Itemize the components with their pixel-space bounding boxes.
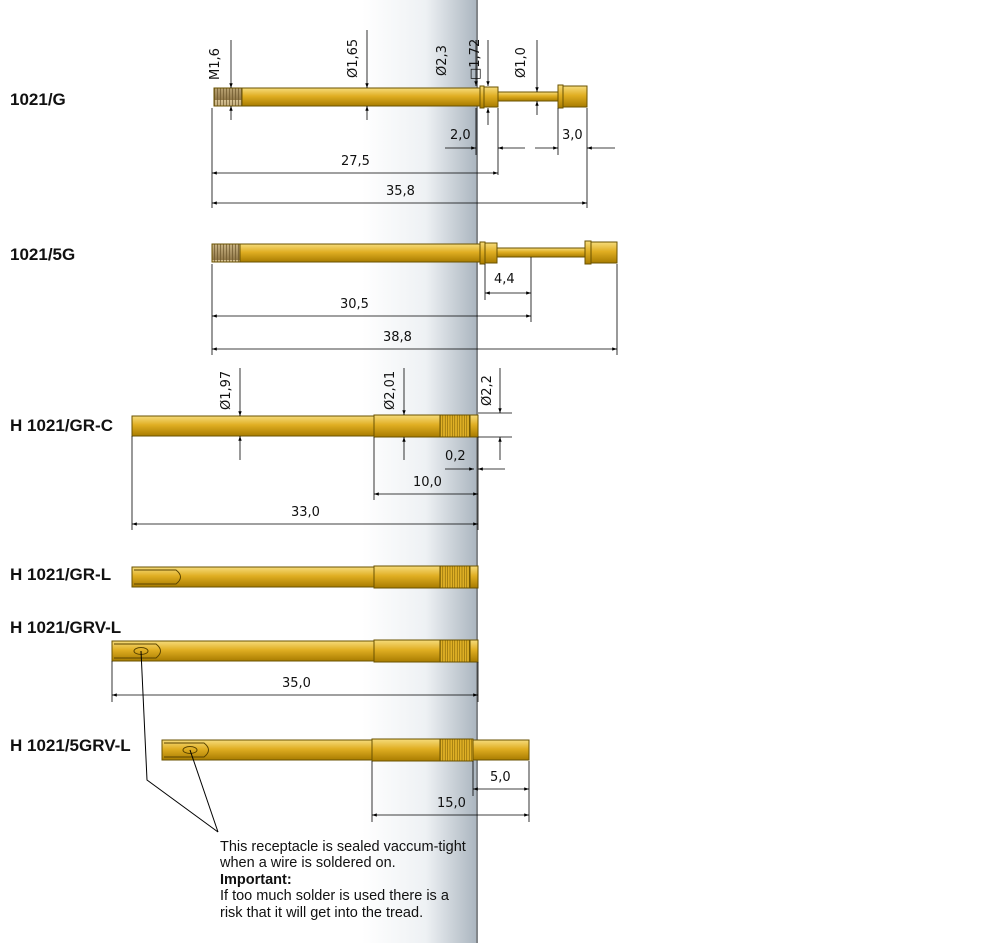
dim-10-0: 10,0 — [413, 475, 442, 490]
part-label: H 1021/GR-C — [10, 416, 113, 435]
part-1021-5g: 1021/5G 4,4 30,5 38,8 — [10, 240, 618, 355]
dim-5-0: 5,0 — [490, 770, 511, 785]
part-h1021-grv-l: H 1021/GRV-L 35,0 — [10, 618, 479, 702]
note-line-2: when a wire is soldered on. — [219, 855, 396, 871]
background-panel — [362, 0, 478, 943]
dim-2-0: 2,0 — [450, 128, 471, 143]
part-label: H 1021/5GRV-L — [10, 736, 131, 755]
dim-sq1-72: □1,72 — [468, 39, 483, 80]
dim-38-8: 38,8 — [383, 330, 412, 345]
part-label: H 1021/GRV-L — [10, 618, 121, 637]
solder-note: This receptacle is sealed vaccum-tight w… — [219, 839, 466, 921]
note-line-4: risk that it will get into the tread. — [220, 905, 423, 921]
note-leaders — [140, 650, 219, 833]
part-label: H 1021/GR-L — [10, 565, 111, 584]
dim-27-5: 27,5 — [341, 154, 370, 169]
dim-0-2: 0,2 — [445, 449, 466, 464]
part-h1021-5grv-l: H 1021/5GRV-L 5,0 15,0 — [10, 736, 530, 822]
part-label: 1021/G — [10, 90, 66, 109]
dim-d2-01: Ø2,01 — [383, 371, 398, 410]
note-line-1: This receptacle is sealed vaccum-tight — [220, 839, 466, 855]
dim-3-0: 3,0 — [562, 128, 583, 143]
part-1021-g: 1021/G M1,6 Ø1,65 Ø2,3 □1,72 — [10, 30, 615, 208]
dim-d1-0: Ø1,0 — [514, 47, 529, 78]
dim-30-5: 30,5 — [340, 297, 369, 312]
dim-d1-97: Ø1,97 — [219, 371, 234, 410]
dim-15-0: 15,0 — [437, 796, 466, 811]
part-h1021-gr-c: H 1021/GR-C Ø1,97 Ø2,01 Ø2,2 0,2 10,0 33… — [10, 368, 512, 530]
dim-d2-2: Ø2,2 — [480, 375, 495, 406]
part-label: 1021/5G — [10, 245, 75, 264]
dim-m1-6: M1,6 — [208, 48, 223, 80]
dim-d1-65: Ø1,65 — [346, 39, 361, 78]
dim-4-4: 4,4 — [494, 272, 515, 287]
dim-33-0: 33,0 — [291, 505, 320, 520]
part-h1021-gr-l: H 1021/GR-L — [10, 565, 479, 589]
dim-35-8: 35,8 — [386, 184, 415, 199]
dim-d2-3: Ø2,3 — [435, 45, 450, 76]
note-heading: Important: — [220, 872, 292, 888]
dim-35-0: 35,0 — [282, 676, 311, 691]
note-line-3: If too much solder is used there is a — [220, 888, 450, 904]
